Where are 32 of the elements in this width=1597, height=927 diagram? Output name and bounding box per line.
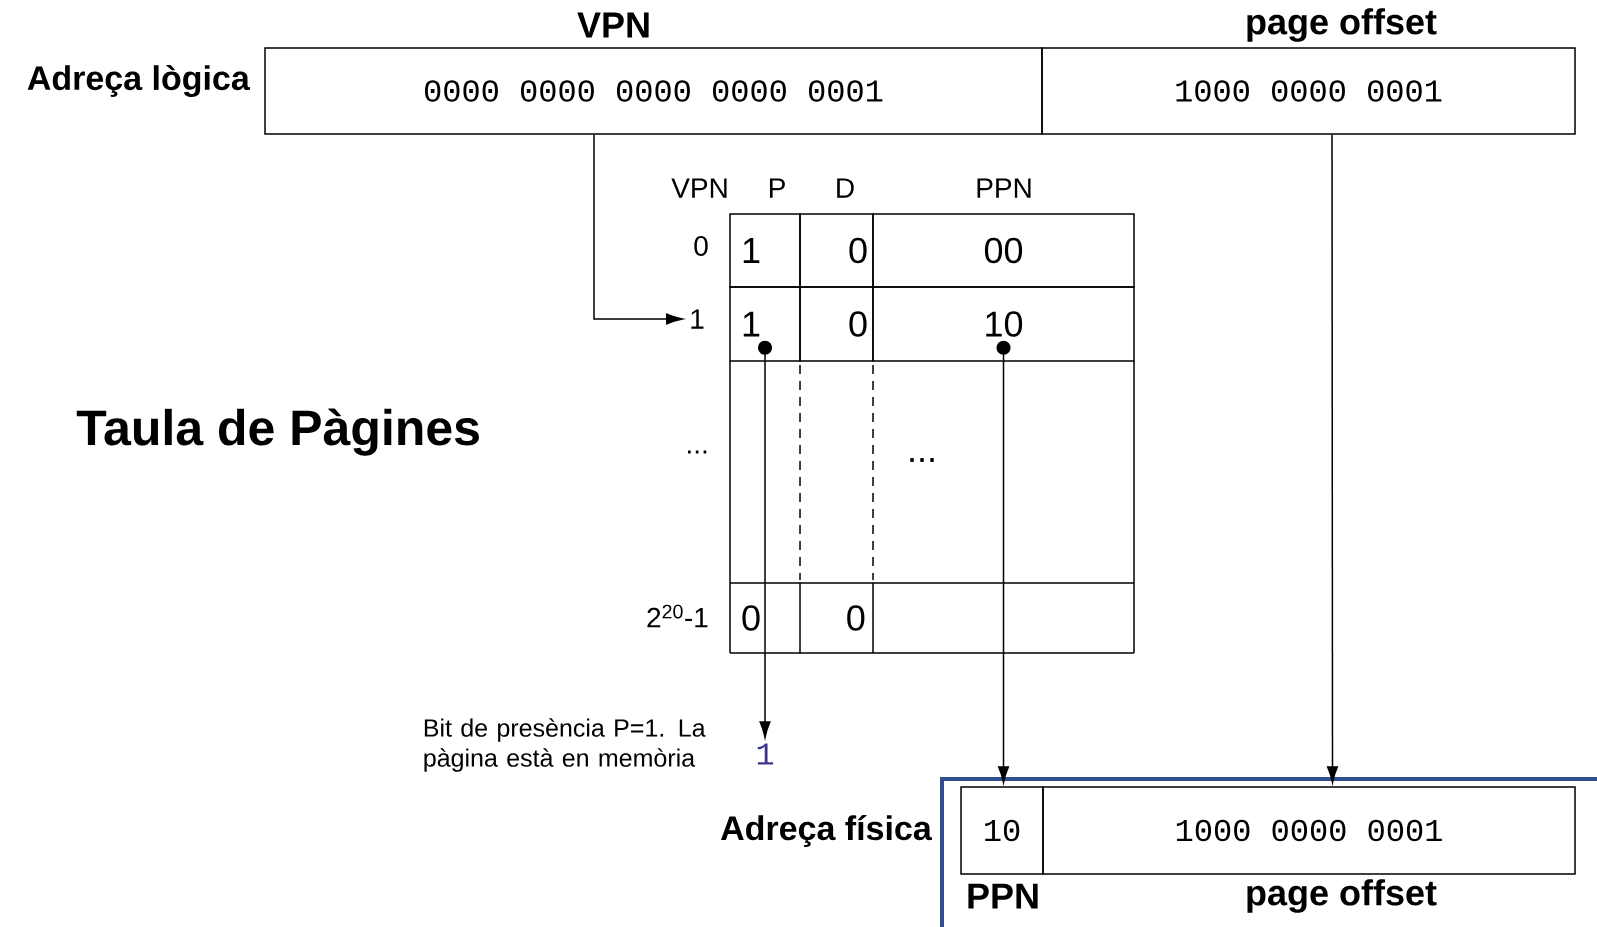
table-cell: 1: [729, 286, 801, 362]
table-cell: 10: [872, 286, 1135, 362]
address-field: 10: [960, 786, 1044, 875]
table-cell: 1: [729, 213, 801, 288]
arrow: [996, 340, 1011, 784]
arrow: [758, 340, 772, 739]
result-bit: 1: [757, 743, 774, 765]
field-heading: VPN: [577, 12, 649, 38]
column-header: PPN: [977, 178, 1031, 198]
table-cell-text: 0: [742, 605, 760, 631]
table-cell: 00: [872, 213, 1135, 288]
address-field: 1000 0000 0001: [1042, 786, 1576, 875]
note-text: Bit de presència P=1. La pàgina està en memòria: [424, 718, 706, 772]
table-cell-text: 0: [847, 605, 865, 631]
ellipsis: ...: [910, 458, 934, 462]
row-number: 2$^{20}$-1: [647, 604, 708, 628]
table-cell: 0: [799, 213, 874, 288]
row-number: 1: [691, 309, 704, 329]
field-heading: PPN: [968, 883, 1038, 909]
title: Taula de Pàgines: [76, 408, 479, 456]
field-heading: page offset: [1247, 8, 1437, 42]
table-cell: 0: [799, 286, 874, 362]
field-heading: page offset: [1247, 879, 1437, 913]
arrow: [593, 134, 683, 325]
column-header: P: [769, 178, 785, 198]
arrow: [1326, 134, 1339, 784]
address-field: 0000 0000 0000 0000 0001: [264, 47, 1043, 135]
row-number: 0: [694, 236, 708, 256]
column-header: VPN: [671, 178, 727, 198]
address-field: 1000 0000 0001: [1041, 47, 1576, 135]
column-header: D: [837, 178, 854, 198]
ellipsis: ...: [688, 450, 707, 454]
